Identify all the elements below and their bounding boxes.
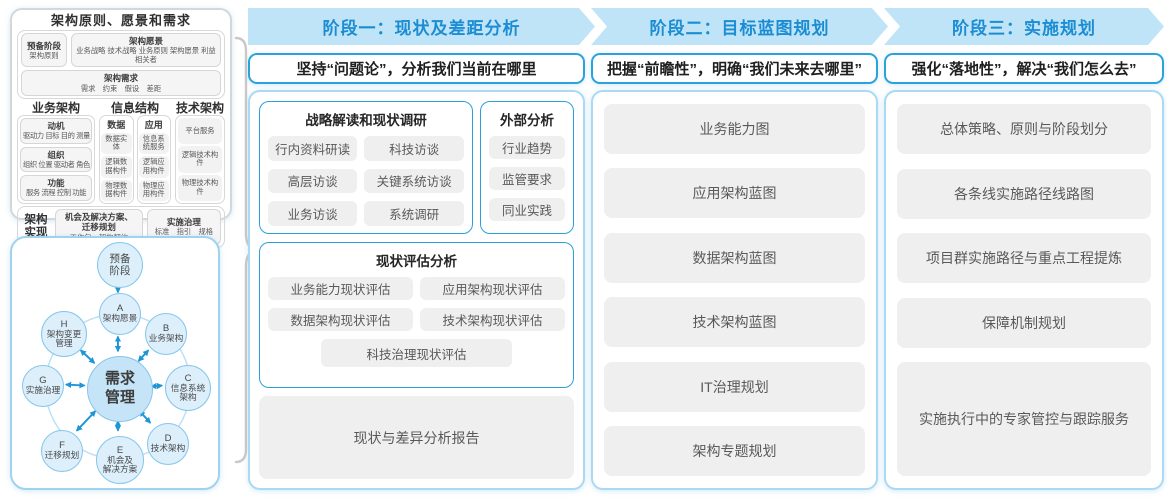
- phase-1-subtitle: 坚持“问题论”，分析我们当前在哪里: [248, 53, 585, 84]
- adm-node-e-opportunities: E 机会及 解决方案: [96, 436, 144, 484]
- architecture-vision-chip: 架构愿景 业务战略 技术战略 业务原则 架构愿景 利益相关者: [71, 33, 221, 68]
- phase-2-subtitle: 把握“前瞻性”，明确“我们未来去哪里”: [591, 53, 878, 84]
- phase-3-item: 各条线实施路径线路图: [897, 168, 1151, 219]
- organization-chip: 组织 组织 位置 驱动者 角色: [20, 146, 92, 173]
- assessment-item: 应用架构现状评估: [420, 277, 565, 300]
- prep-stage-chip: 预备阶段 架构原则: [21, 33, 67, 68]
- external-item: 监管要求: [489, 167, 565, 190]
- motivation-chip: 动机 驱动力 目标 目的 测量: [20, 118, 92, 144]
- adm-node-a-vision: A 架构愿景: [99, 293, 141, 335]
- strategy-research-box: 战略解读和现状调研 行内资料研读 科技访谈 高层访谈 关键系统访谈 业务访谈 系…: [259, 101, 473, 234]
- adm-node-requirements-management: 需求 管理: [87, 356, 153, 422]
- data-subcolumn: 数据 数据实体 逻辑数据构件 物理数据构件: [99, 114, 134, 205]
- business-architecture-column: 业务架构 动机 驱动力 目标 目的 测量 组织 组织 位置 驱动者 角色 功能 …: [17, 101, 95, 205]
- phase-2-content: 业务能力图 应用架构蓝图 数据架构蓝图 技术架构蓝图 IT治理规划 架构专题规划: [591, 90, 878, 490]
- architecture-requirements-chip: 架构需求 需求 约束 假设 差距: [21, 70, 221, 96]
- external-item: 行业趋势: [489, 136, 565, 159]
- phase-3-item: 实施执行中的专家管控与跟踪服务: [897, 362, 1151, 476]
- external-item: 同业实践: [489, 198, 565, 221]
- adm-node-g-governance: G 实施治理: [22, 365, 64, 407]
- phase-2-item: 数据架构蓝图: [604, 232, 865, 283]
- phase-3-item: 总体策略、原则与阶段划分: [897, 104, 1151, 154]
- adm-node-f-migration: F 迁移规划: [41, 430, 83, 472]
- phase-3-item: 项目群实施路径与重点工程提炼: [897, 233, 1151, 283]
- external-analysis-box: 外部分析 行业趋势 监管要求 同业实践: [480, 101, 574, 234]
- research-item: 科技访谈: [364, 136, 464, 161]
- phase-3-column: 阶段三：实施规划 强化“落地性”，解决“我们怎么去” 总体策略、原则与阶段划分 …: [884, 8, 1164, 490]
- assessment-item: 技术架构现状评估: [420, 308, 565, 331]
- phase-1-header-band: 阶段一：现状及差距分析: [248, 8, 595, 45]
- information-structure-column: 信息结构 数据 数据实体 逻辑数据构件 物理数据构件 应用 信息系统服务 逻辑应…: [99, 101, 171, 205]
- adm-node-h-change-management: H 架构变更 管理: [41, 311, 87, 357]
- research-item: 关键系统访谈: [364, 168, 464, 194]
- research-item: 系统调研: [364, 201, 464, 226]
- function-chip: 功能 服务 流程 控制 功能: [20, 175, 92, 201]
- phase-3-item: 保障机制规划: [897, 297, 1151, 348]
- adm-node-d-technology: D 技术架构: [147, 423, 189, 465]
- adm-cycle-panel: 预备 阶段 A 架构愿景 B 业务架构 C 信息系统 架构 D 技术架构 E 机…: [10, 236, 220, 490]
- phase-2-header-band: 阶段二：目标蓝图规划: [591, 8, 888, 45]
- gap-analysis-report-chip: 现状与差异分析报告: [259, 396, 574, 479]
- architecture-framework-panel: 架构原则、愿景和需求 预备阶段 架构原则 架构愿景 业务战略 技术战略 业务原则…: [10, 8, 232, 248]
- assessment-item: 业务能力现状评估: [268, 277, 413, 300]
- assessment-box: 现状评估分析 业务能力现状评估 应用架构现状评估 数据架构现状评估 技术架构现状…: [259, 242, 574, 388]
- research-item: 行内资料研读: [268, 136, 358, 161]
- phase-2-item: 架构专题规划: [604, 425, 865, 476]
- research-item: 高层访谈: [268, 168, 358, 194]
- framework-title: 架构原则、愿景和需求: [50, 13, 191, 28]
- vision-requirements-section: 预备阶段 架构原则 架构愿景 业务战略 技术战略 业务原则 架构愿景 利益相关者…: [17, 30, 225, 99]
- adm-node-preliminary: 预备 阶段: [97, 242, 143, 288]
- phase-3-header-band: 阶段三：实施规划: [884, 8, 1164, 45]
- phase-2-item: 应用架构蓝图: [604, 168, 865, 219]
- adm-node-b-business: B 业务架构: [145, 313, 187, 355]
- assessment-item: 科技治理现状评估: [321, 339, 512, 367]
- architecture-domains-section: 业务架构 动机 驱动力 目标 目的 测量 组织 组织 位置 驱动者 角色 功能 …: [17, 101, 225, 205]
- phase-3-content: 总体策略、原则与阶段划分 各条线实施路径线路图 项目群实施路径与重点工程提炼 保…: [884, 90, 1164, 490]
- phase-2-item: IT治理规划: [604, 361, 865, 412]
- phase-3-subtitle: 强化“落地性”，解决“我们怎么去”: [884, 53, 1164, 84]
- phase-2-item: 技术架构蓝图: [604, 297, 865, 348]
- adm-node-c-information-systems: C 信息系统 架构: [165, 365, 211, 411]
- technology-architecture-column: 技术架构 平台服务 逻辑技术构件 物理技术构件: [175, 101, 225, 205]
- application-subcolumn: 应用 信息系统服务 逻辑应用构件 物理应用构件: [136, 114, 171, 205]
- phase-1-column: 阶段一：现状及差距分析 坚持“问题论”，分析我们当前在哪里 战略解读和现状调研 …: [248, 8, 585, 490]
- phase-2-item: 业务能力图: [604, 104, 865, 154]
- phase-1-content: 战略解读和现状调研 行内资料研读 科技访谈 高层访谈 关键系统访谈 业务访谈 系…: [248, 90, 585, 490]
- research-item: 业务访谈: [268, 201, 358, 226]
- phase-2-column: 阶段二：目标蓝图规划 把握“前瞻性”，明确“我们未来去哪里” 业务能力图 应用架…: [591, 8, 878, 490]
- assessment-item: 数据架构现状评估: [268, 308, 413, 331]
